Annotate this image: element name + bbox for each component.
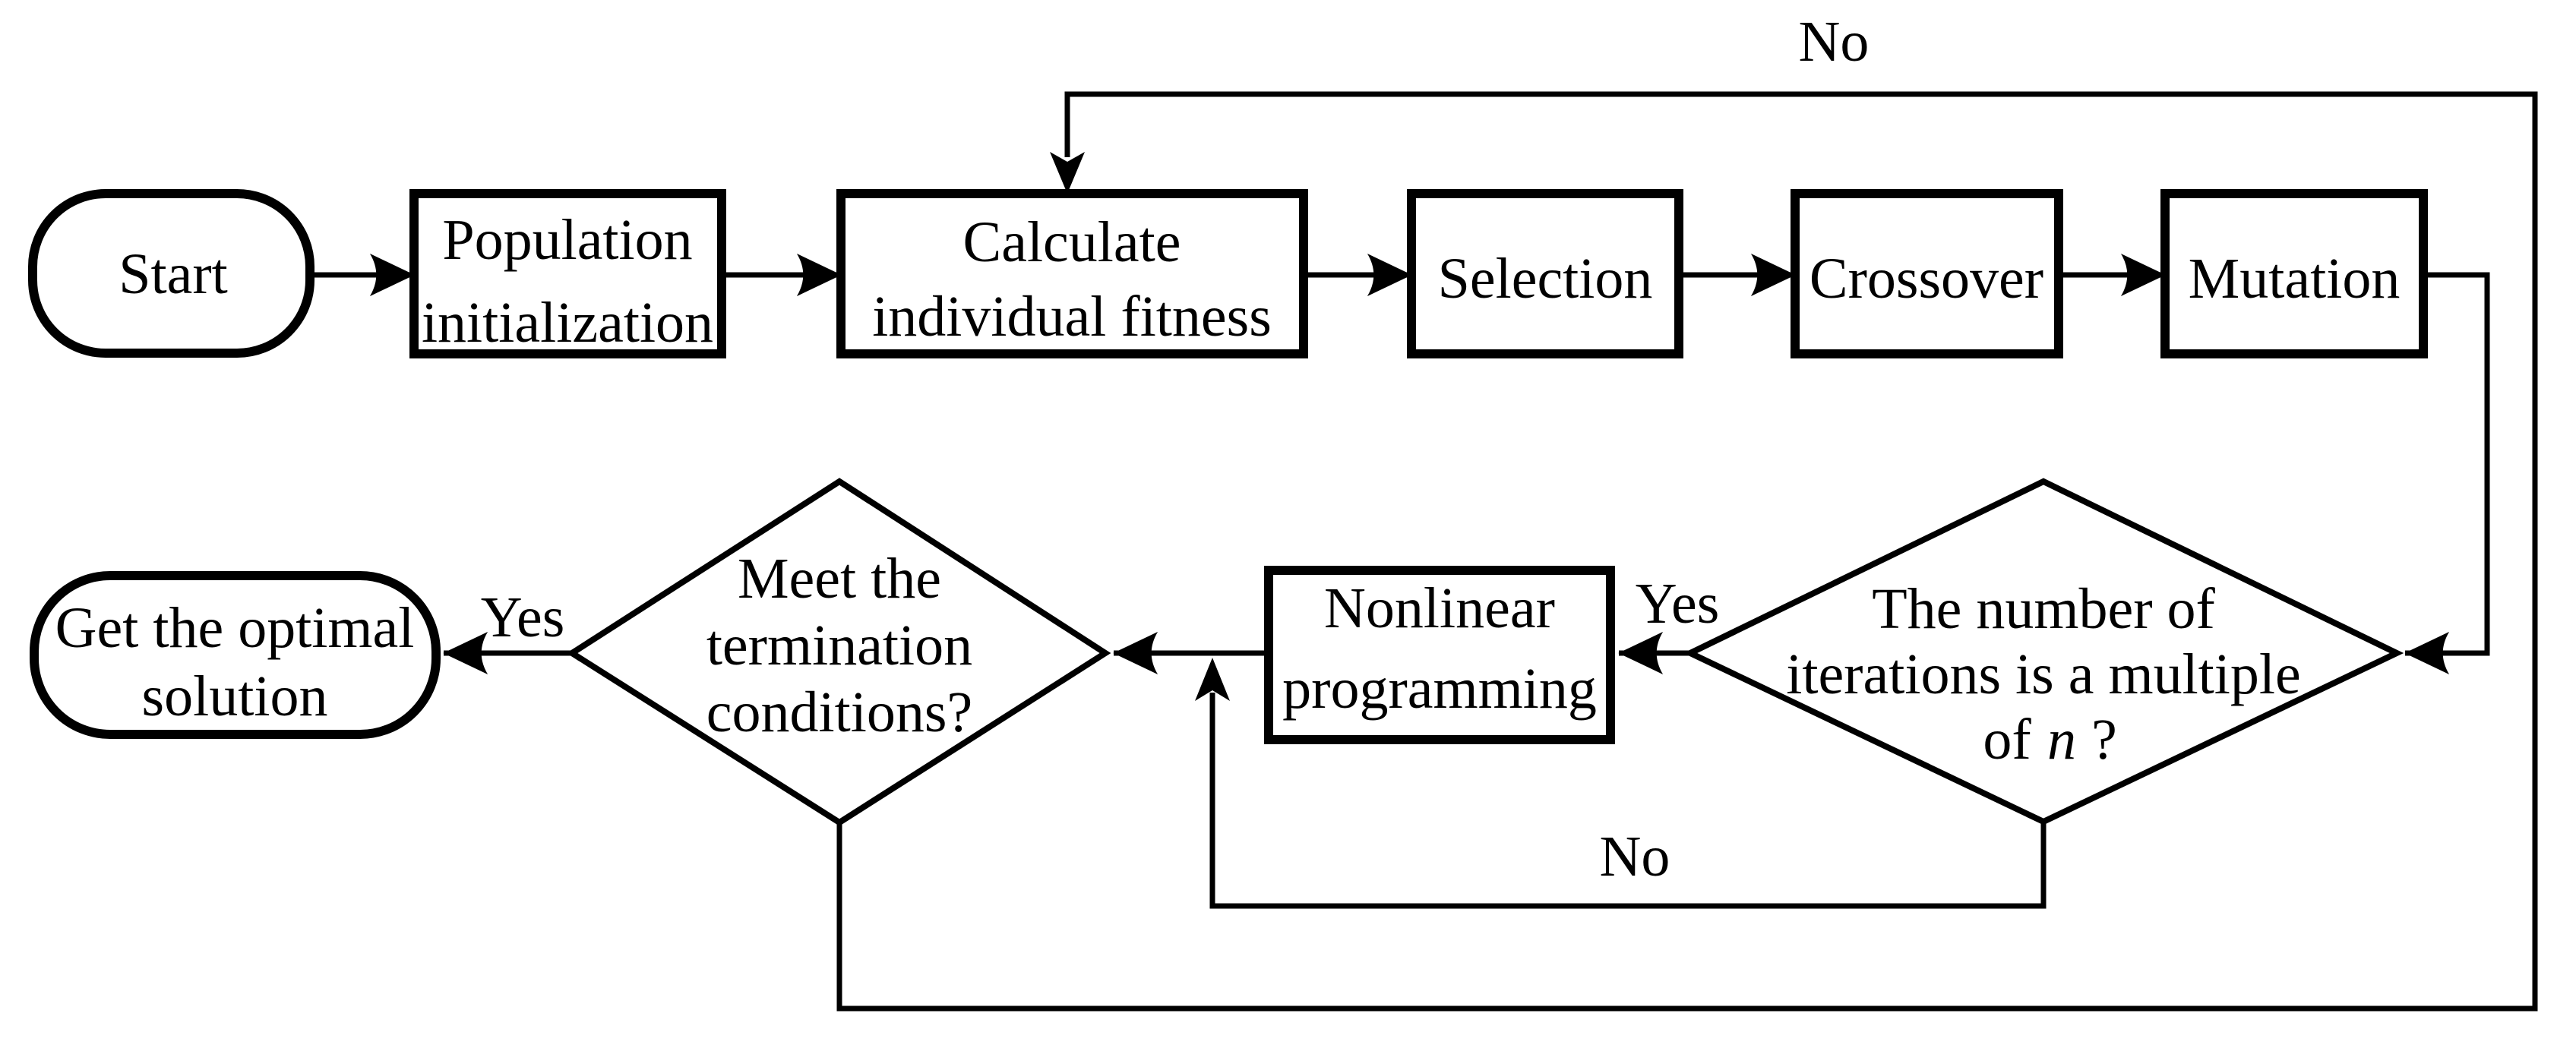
nonlinear-box <box>1264 566 1615 744</box>
node-optimal-solution: Get the optimal solution <box>30 571 441 739</box>
edge-iteration-check-no-merge <box>1209 693 2047 909</box>
population-label-line1: Population <box>442 208 692 272</box>
calculate-box <box>836 189 1308 358</box>
iteration-check-label-line1: The number of <box>1872 577 2215 641</box>
termination-check-diamond <box>566 478 1111 826</box>
node-nonlinear-programming: Nonlinear programming <box>1264 566 1615 744</box>
iteration-check-label-line3-word1: of <box>1983 708 2031 772</box>
crossover-label: Crossover <box>1810 247 2043 311</box>
iteration-check-diamond <box>1683 478 2404 825</box>
edge-label-no-top: No <box>1799 10 1870 74</box>
calculate-label-line2: individual fitness <box>872 285 1272 349</box>
selection-box <box>1407 189 1683 358</box>
nonlinear-label-line2: programming <box>1282 657 1597 721</box>
nonlinear-label-line1: Nonlinear <box>1324 576 1555 640</box>
iteration-check-label-line3-variable: n <box>2047 708 2076 772</box>
node-termination-check: Meet the termination conditions? <box>566 478 1111 826</box>
edge-label-no-iteration: No <box>1600 825 1670 889</box>
start-label: Start <box>119 242 228 306</box>
termination-check-label-line3: conditions? <box>706 680 972 744</box>
edge-label-yes-iteration: Yes <box>1636 572 1720 636</box>
start-oval <box>28 189 314 358</box>
mutation-box <box>2160 189 2428 358</box>
selection-label: Selection <box>1438 247 1653 311</box>
mutation-label: Mutation <box>2189 247 2401 311</box>
population-label-line2: initialization <box>422 291 713 355</box>
edge-termination-check-no-loop <box>836 91 2538 1012</box>
iteration-check-label-line2: iterations is a multiple <box>1786 642 2301 706</box>
node-crossover: Crossover <box>1791 189 2063 358</box>
node-selection: Selection <box>1407 189 1683 358</box>
node-calculate-fitness: Calculate individual fitness <box>836 189 1308 358</box>
node-population-initialization: Population initialization <box>409 189 726 358</box>
crossover-box <box>1791 189 2063 358</box>
iteration-check-label-line3-word2: ? <box>2091 708 2117 772</box>
edge-mutation-to-iteration-check <box>2404 272 2490 674</box>
calculate-label-line1: Calculate <box>963 210 1181 274</box>
termination-check-label-line2: termination <box>706 614 972 677</box>
population-box <box>409 189 726 358</box>
node-start: Start <box>28 189 314 358</box>
optimal-solution-label-line2: solution <box>142 664 328 728</box>
node-mutation: Mutation <box>2160 189 2428 358</box>
arrow-up-icon <box>1195 658 1230 701</box>
optimal-solution-label-line1: Get the optimal <box>55 596 415 660</box>
optimal-solution-oval <box>30 571 441 739</box>
arrow-down-icon <box>1050 152 1085 194</box>
termination-check-label-line1: Meet the <box>738 547 941 611</box>
edge-label-yes-termination: Yes <box>481 586 565 649</box>
node-iteration-multiple-check: The number of iterations is a multiple o… <box>1683 478 2404 825</box>
